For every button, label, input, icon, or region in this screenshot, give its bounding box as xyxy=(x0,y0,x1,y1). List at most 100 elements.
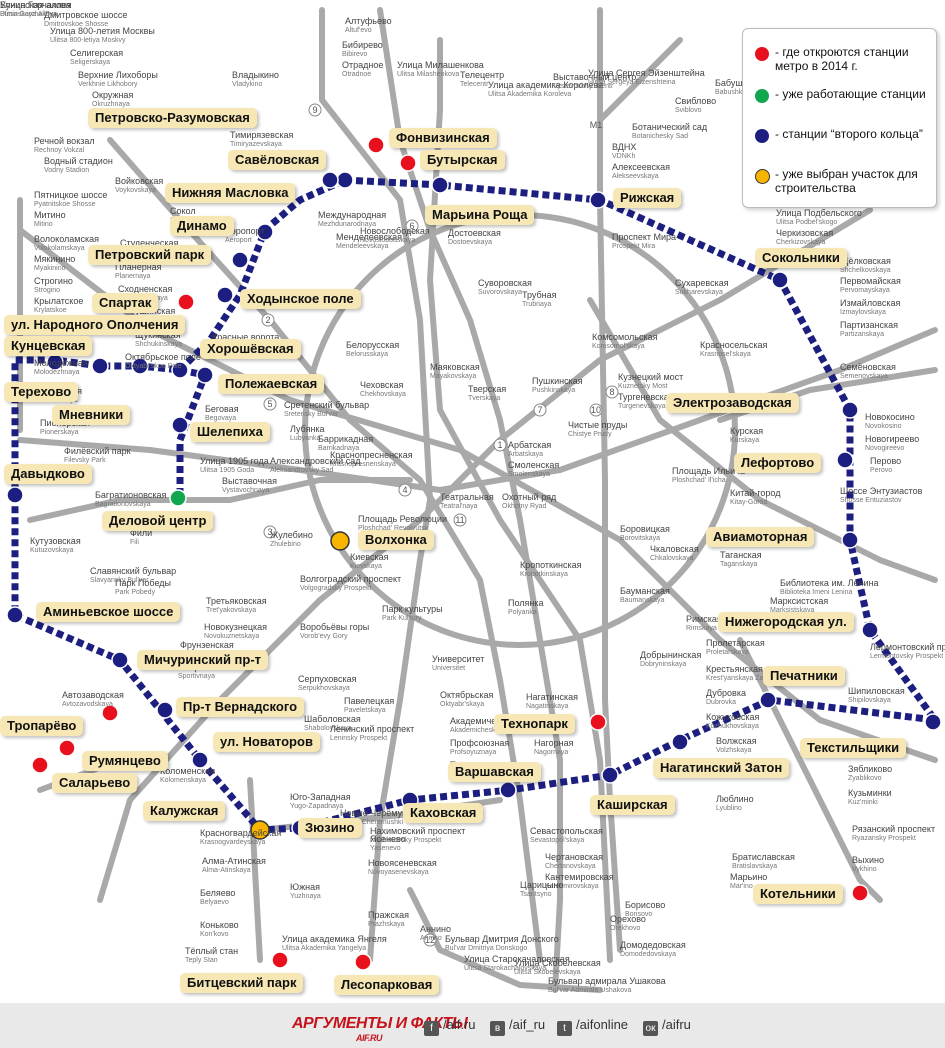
label-michurinsky: Мичуринский пр-т xyxy=(137,650,269,670)
line-3 xyxy=(17,327,938,493)
station-name-lat: Mayakovskaya xyxy=(430,373,477,380)
station-name-lat: Park Pobedy xyxy=(115,589,156,596)
station-name-lat: Pushkinskaya xyxy=(532,387,576,394)
station-name-lat: Universitet xyxy=(432,665,466,672)
station-name-lat: Babushkinskaya xyxy=(715,89,766,96)
station-name-lat: Sretensky Bul'var xyxy=(284,411,339,418)
station-name-ru: Боровицкая xyxy=(620,524,670,534)
station-pechatniki xyxy=(759,691,777,709)
station-name-lat: Molodezhnaya xyxy=(34,369,80,376)
station-name-ru: Красные ворота xyxy=(212,332,280,342)
line-number-badge xyxy=(453,513,467,527)
station-name-ru: Кузьминки xyxy=(848,788,892,798)
social-link-odnoklassniki[interactable]: ок/aifru xyxy=(643,1017,691,1036)
label-petrovsko-razumovskaya: Петровско-Разумовская xyxy=(88,108,257,128)
station-name-lat: Mar'ino xyxy=(730,883,753,890)
station-name-lat: Zyablikovo xyxy=(848,775,882,782)
station-name-ru: Краснопресненская xyxy=(330,450,413,460)
station-elektrozavodskaya xyxy=(841,401,859,419)
station-name-ru: Коньково xyxy=(200,920,239,930)
station-name-ru: Улица Подбельского xyxy=(776,208,862,218)
station-name-lat: Verkhnie Likhobory xyxy=(78,81,138,88)
station-name-ru: Октябрьское поле xyxy=(125,352,201,362)
label-kaluzhskaya: Калужская xyxy=(143,801,226,821)
station-name-ru: Аэропорт xyxy=(225,226,265,236)
social-link-facebook[interactable]: f/aif.ru xyxy=(424,1017,476,1036)
station-name-ru: Автозаводская xyxy=(62,690,124,700)
station-name-lat: Kuznetsky Most xyxy=(618,383,668,390)
station-name-lat: Mendeleevskaya xyxy=(336,243,389,250)
station-name-lat: Rechnoy Vokzal xyxy=(34,147,85,154)
station-name-ru: Пятницкое шоссе xyxy=(34,190,108,200)
station-name-ru: Волоколамская xyxy=(34,234,99,244)
station-name-lat: Smolenskaya xyxy=(508,471,551,478)
station-name-ru: Фили xyxy=(130,528,153,538)
station-name-lat: Pyatnitskoe Shosse xyxy=(34,201,96,208)
station-name-ru: Митино xyxy=(34,210,66,220)
station-name-ru: Шоссе Энтузиастов xyxy=(840,486,923,496)
station-name-ru: Крылатское xyxy=(34,296,84,306)
social-link-twitter[interactable]: t/aifonline xyxy=(557,1017,628,1036)
station-khoroshevskaya xyxy=(171,361,189,379)
station-name-ru: Улица академика Янгеля xyxy=(282,934,387,944)
station-name-ru: Менделеевская xyxy=(336,232,402,242)
station-name-ru: Сретенский бульвар xyxy=(284,400,370,410)
social-link-vk[interactable]: в/aif_ru xyxy=(490,1017,545,1036)
label-salarevo: Саларьево xyxy=(52,773,138,793)
station-name-lat: Botanichesky Sad xyxy=(632,133,689,140)
station-name-lat: Dobryninskaya xyxy=(640,661,687,668)
station-name-ru: Телецентр xyxy=(460,70,505,80)
label-lefortovo: Лефортово xyxy=(734,453,822,473)
station-name-lat: Ploshchad' Il'icha xyxy=(672,477,726,484)
station-name-lat: Polyanka xyxy=(508,609,537,616)
green-dot-icon xyxy=(755,89,769,103)
station-name-lat: Turgenevskaya xyxy=(618,403,666,410)
station-name-ru: Новослободская xyxy=(360,226,430,236)
station-name-lat: Filevsky Park xyxy=(64,457,106,464)
station-lesoparkovaya xyxy=(354,953,372,971)
station-name-ru: Алма-Атинская xyxy=(202,856,266,866)
line-number-badge xyxy=(263,525,277,539)
station-name-lat: Okruzhnaya xyxy=(92,101,130,108)
station-name-lat: Kolomenskaya xyxy=(160,777,206,784)
line-number-badge xyxy=(398,483,412,497)
line-5 xyxy=(597,7,613,803)
station-name-lat: Yugo-Zapadnaya xyxy=(290,803,344,810)
label-tekhnopark: Технопарк xyxy=(494,714,575,734)
station-name-ru: Кузнецкий мост xyxy=(618,372,684,382)
station-name-lat: Kozhukhovskaya xyxy=(706,723,759,730)
label-narodnogo-opolcheniya: ул. Народного Ополчения xyxy=(4,315,186,335)
station-name-lat: Zhulebino xyxy=(270,541,301,548)
station-name-lat: Serpukhovskaya xyxy=(298,685,350,692)
station-name-lat: Suvorovskaya xyxy=(478,289,522,296)
line-tag-m1: M1 xyxy=(590,120,603,130)
station-name-lat: Ulitsa Podbel'skogo xyxy=(776,219,838,226)
line-number-text: 1 xyxy=(497,440,502,450)
label-rizhskaya: Рижская xyxy=(613,188,682,208)
line-number-text: 7 xyxy=(537,405,542,415)
station-name-lat: Sevastopol'skaya xyxy=(530,837,585,844)
station-name-ru: Чкаловская xyxy=(650,544,699,554)
station-name-ru: Царицыно xyxy=(520,880,564,890)
station-name-lat: Ulitsa 800-letiya Moskvy xyxy=(50,37,126,44)
station-name-lat: Bratislavskaya xyxy=(732,863,778,870)
aif-logo[interactable]: АРГУМЕНТЫ И ФАКТЫ AIF.RU xyxy=(292,1015,468,1044)
